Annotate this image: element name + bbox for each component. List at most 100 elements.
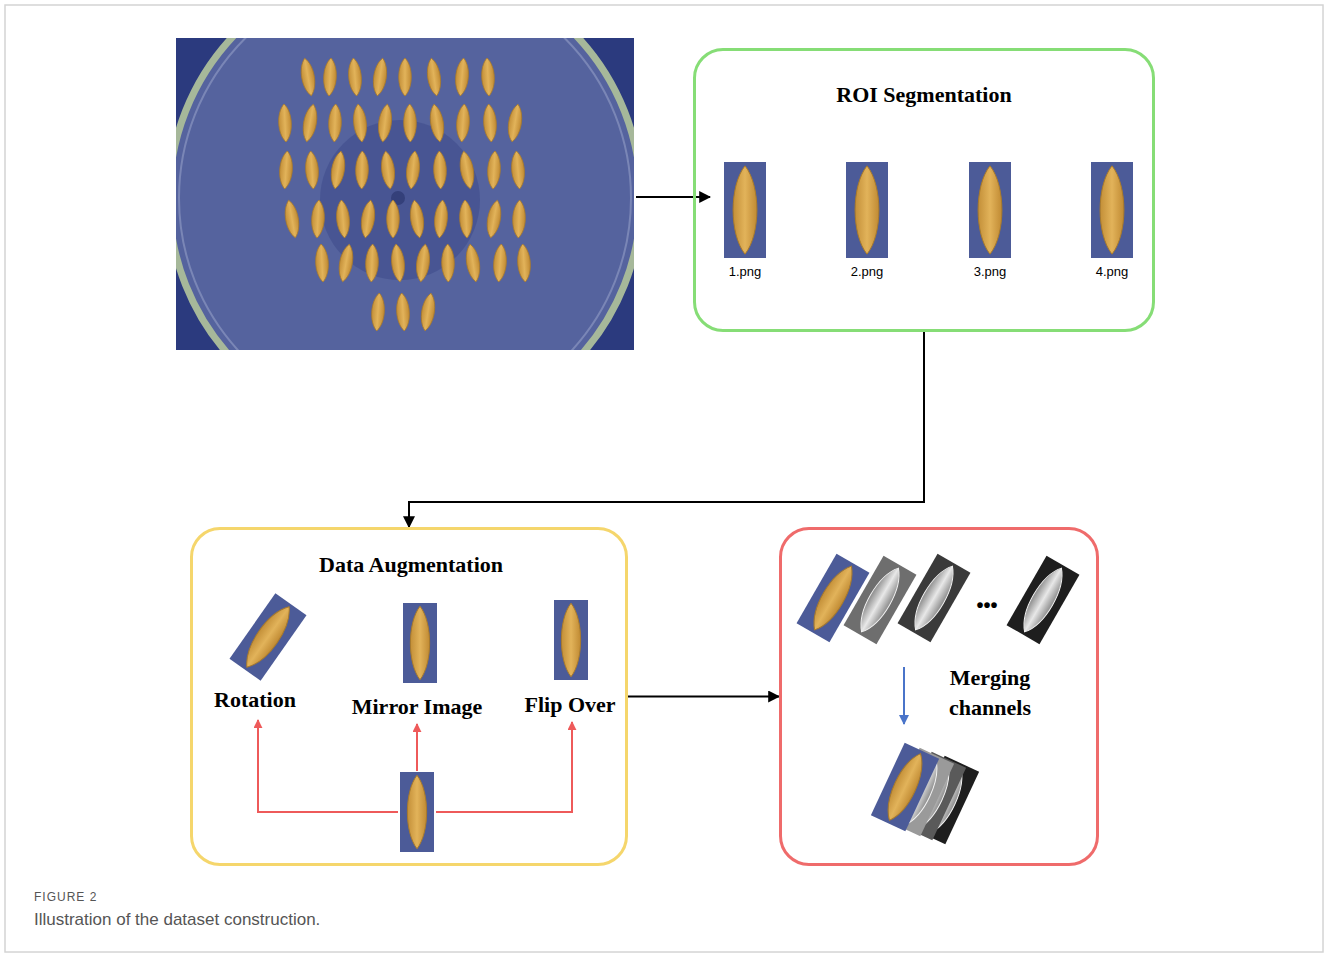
rice-grain xyxy=(278,151,293,190)
rice-grain xyxy=(454,58,470,97)
figure-caption: Illustration of the dataset construction… xyxy=(34,910,320,930)
image-background xyxy=(1007,556,1080,644)
rice-grain xyxy=(311,200,326,239)
grain-shape xyxy=(407,775,426,849)
grain-shape xyxy=(238,601,298,674)
grain-image xyxy=(724,162,766,258)
image-background xyxy=(403,603,437,683)
rice-grain xyxy=(304,151,319,190)
rice-grain xyxy=(408,199,426,238)
file-name: 4.png xyxy=(1096,264,1129,280)
rice-grain xyxy=(365,244,379,282)
grain-shape xyxy=(852,563,907,638)
image-background xyxy=(400,772,434,852)
petri-dish-photo xyxy=(176,38,634,350)
operation-label: Flip Over xyxy=(524,692,615,718)
rice-grain xyxy=(455,104,470,143)
grain-image xyxy=(969,162,1011,258)
process-box: ••• Merging channels xyxy=(779,527,1099,866)
photo-arrow xyxy=(636,196,710,198)
rice-grain xyxy=(405,150,422,189)
channel-figures xyxy=(797,554,1080,844)
flow-arrow xyxy=(628,696,779,698)
ellipsis-dots: ••• xyxy=(976,593,997,617)
rice-grain xyxy=(335,200,351,239)
rice-grain xyxy=(282,199,301,239)
gray-channel-image xyxy=(844,556,917,644)
rice-grain xyxy=(298,57,317,97)
grain-shape xyxy=(1015,563,1070,638)
rice-grain xyxy=(300,103,319,143)
rice-grain xyxy=(425,57,443,96)
rice-grain xyxy=(484,199,503,239)
process-box: ROI Segmentation 1.png 2.png 3.png 4.png xyxy=(693,48,1155,332)
rice-grain xyxy=(516,244,531,283)
file-name: 3.png xyxy=(974,264,1007,280)
rice-grain xyxy=(336,243,355,283)
image-background xyxy=(724,162,766,258)
rice-grain xyxy=(481,58,496,97)
rice-grain xyxy=(487,151,502,190)
rice-grain xyxy=(379,150,396,189)
rice-grain xyxy=(403,104,416,142)
rice-grain xyxy=(395,293,410,332)
rice-grain xyxy=(370,293,385,332)
image-background xyxy=(871,743,939,832)
rice-grain xyxy=(371,57,389,96)
operation-label: Rotation xyxy=(214,687,296,713)
file-name: 1.png xyxy=(729,264,762,280)
grain-shape xyxy=(906,561,961,636)
red-arrow xyxy=(436,722,572,812)
figure-number: FIGURE 2 xyxy=(34,890,97,904)
rice-grain xyxy=(355,151,368,189)
rice-grain xyxy=(433,151,447,189)
process-box: Data AugmentationRotation Mirror Image Fli… xyxy=(190,527,628,866)
rice-grain xyxy=(492,244,507,283)
augmentation-figures xyxy=(229,593,588,852)
grain-image xyxy=(554,600,588,680)
flow-arrow xyxy=(409,332,924,527)
rice-grain xyxy=(428,103,446,143)
rice-grain xyxy=(278,104,293,143)
dish-rim xyxy=(176,38,634,350)
rice-grain xyxy=(482,104,497,143)
box-title: Data Augmentation xyxy=(319,552,503,578)
rice-grain xyxy=(512,200,526,238)
rice-grain xyxy=(323,58,338,97)
rice-grain xyxy=(399,58,412,96)
grain-shape xyxy=(733,166,757,254)
image-background xyxy=(898,554,971,642)
grain-shape xyxy=(855,166,879,254)
rice-grain xyxy=(390,243,407,282)
gray-channel-image xyxy=(898,554,971,642)
grain-shape xyxy=(561,603,580,677)
rice-grain xyxy=(457,150,476,190)
grain-image xyxy=(403,603,437,683)
grain-image xyxy=(846,162,888,258)
rice-grain xyxy=(347,58,363,97)
image-background xyxy=(844,556,917,644)
operation-label: Mirror Image xyxy=(352,694,483,720)
grain-shape xyxy=(978,166,1002,254)
rice-grain xyxy=(359,199,377,238)
rice-grain xyxy=(510,151,526,190)
image-background xyxy=(554,600,588,680)
image-background xyxy=(969,162,1011,258)
rice-grain xyxy=(329,150,347,190)
grain-image xyxy=(400,772,434,852)
image-background xyxy=(846,162,888,258)
rice-grain xyxy=(387,200,400,238)
image-background xyxy=(1091,162,1133,258)
grain-shape xyxy=(880,749,931,825)
rice-grain xyxy=(414,243,431,282)
grain-shape xyxy=(410,606,429,680)
rice-grain xyxy=(506,103,524,143)
red-arrow xyxy=(416,724,418,771)
step-label: Merging channels xyxy=(930,663,1050,723)
file-name: 2.png xyxy=(851,264,884,280)
box-title: ROI Segmentation xyxy=(836,82,1011,108)
rice-grain xyxy=(459,200,474,239)
grain-image xyxy=(229,593,306,680)
